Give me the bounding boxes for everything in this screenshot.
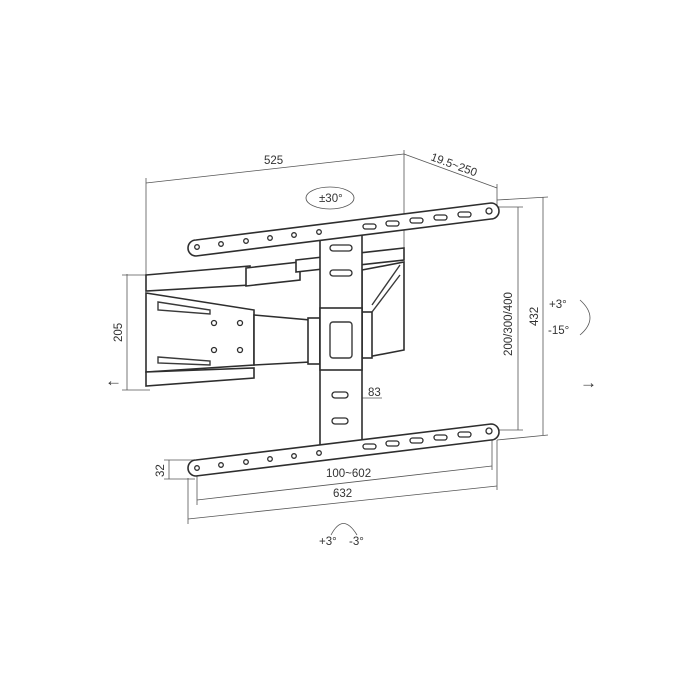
arrow-left-icon: ← bbox=[105, 371, 122, 390]
bottom-rail bbox=[187, 423, 500, 477]
label-plate-width: 83 bbox=[368, 387, 381, 399]
label-overall-height: 432 bbox=[529, 307, 541, 326]
label-vesa-horizontal: 100~602 bbox=[326, 468, 371, 480]
label-wall-plate-height: 205 bbox=[113, 323, 125, 342]
label-vesa-vertical: 200/300/400 bbox=[503, 292, 515, 356]
label-overall-width: 632 bbox=[333, 488, 352, 500]
arrow-right-icon: → bbox=[580, 373, 597, 392]
label-tilt-down: -15° bbox=[548, 325, 569, 337]
wall-plate-and-arms bbox=[145, 247, 405, 387]
tilt-arrow-icon bbox=[579, 299, 591, 336]
label-tilt-up: +3° bbox=[549, 299, 567, 311]
label-wall-distance: 19.5~250 bbox=[429, 152, 478, 180]
swivel-arrow-icon bbox=[305, 186, 355, 210]
top-rail bbox=[187, 202, 500, 257]
label-level-minus: -3° bbox=[349, 536, 364, 548]
vertical-plate bbox=[319, 234, 363, 448]
label-arm-extension: 525 bbox=[264, 155, 283, 167]
dimension-lines bbox=[122, 150, 549, 524]
label-swivel: ±30° bbox=[319, 193, 343, 205]
level-arrow-icon bbox=[330, 523, 358, 536]
label-level-plus: +3° bbox=[319, 536, 337, 548]
label-rail-height: 32 bbox=[155, 464, 167, 477]
